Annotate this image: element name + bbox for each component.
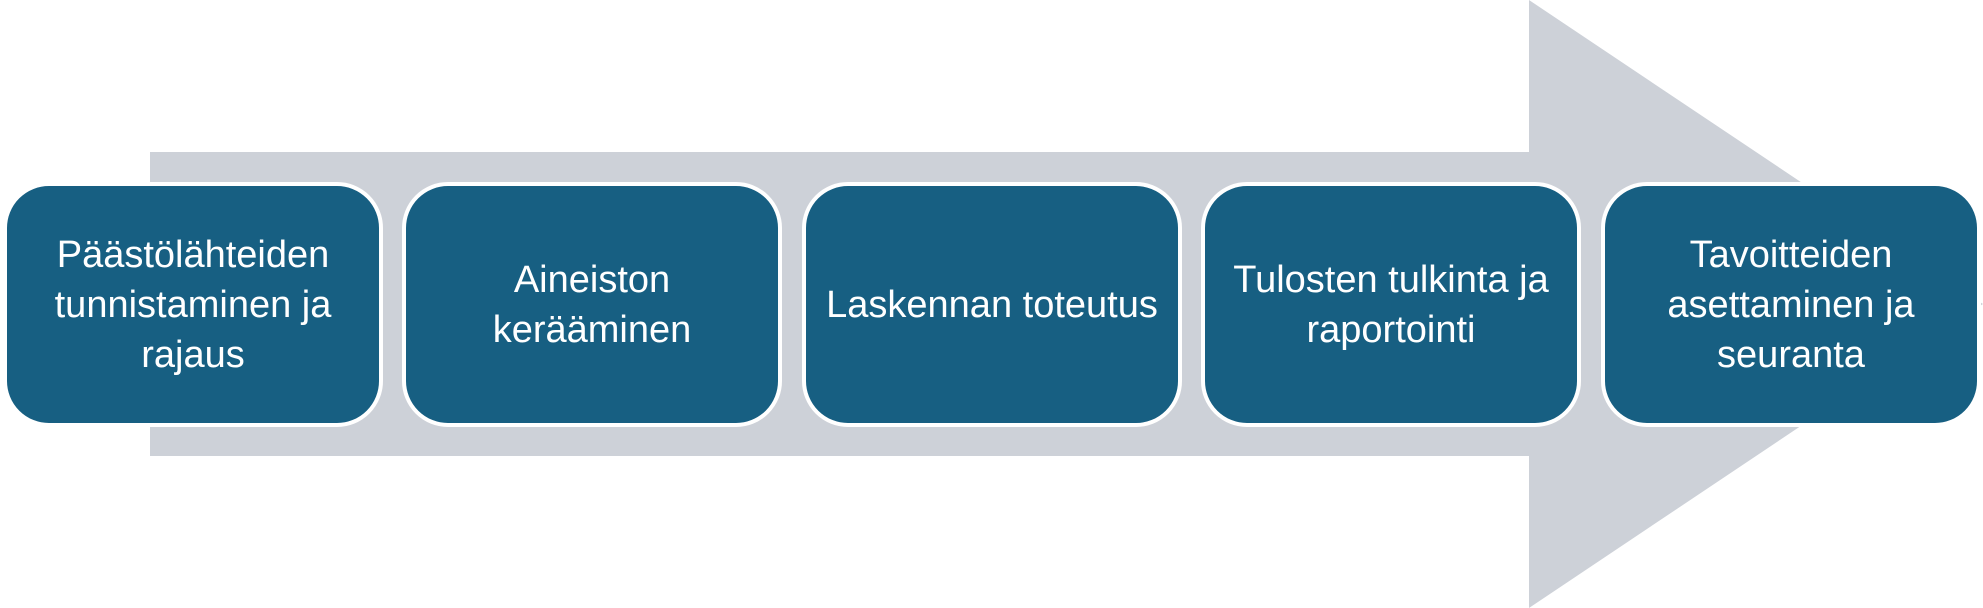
step-3-label: Laskennan toteutus: [826, 283, 1158, 326]
step-2-box: Aineiston kerääminen: [402, 182, 782, 427]
step-5-box: Tavoitteiden asettaminen ja seuranta: [1601, 182, 1981, 427]
step-2-label: Aineiston kerääminen: [492, 258, 692, 351]
step-3-box: Laskennan toteutus: [802, 182, 1182, 427]
step-4-label: Tulosten tulkinta ja raportointi: [1233, 258, 1549, 351]
step-4-box: Tulosten tulkinta ja raportointi: [1201, 182, 1581, 427]
step-1-box: Päästölähteiden tunnistaminen ja rajaus: [3, 182, 383, 427]
step-1-label: Päästölähteiden tunnistaminen ja rajaus: [54, 233, 332, 376]
step-5-label: Tavoitteiden asettaminen ja seuranta: [1667, 233, 1915, 376]
